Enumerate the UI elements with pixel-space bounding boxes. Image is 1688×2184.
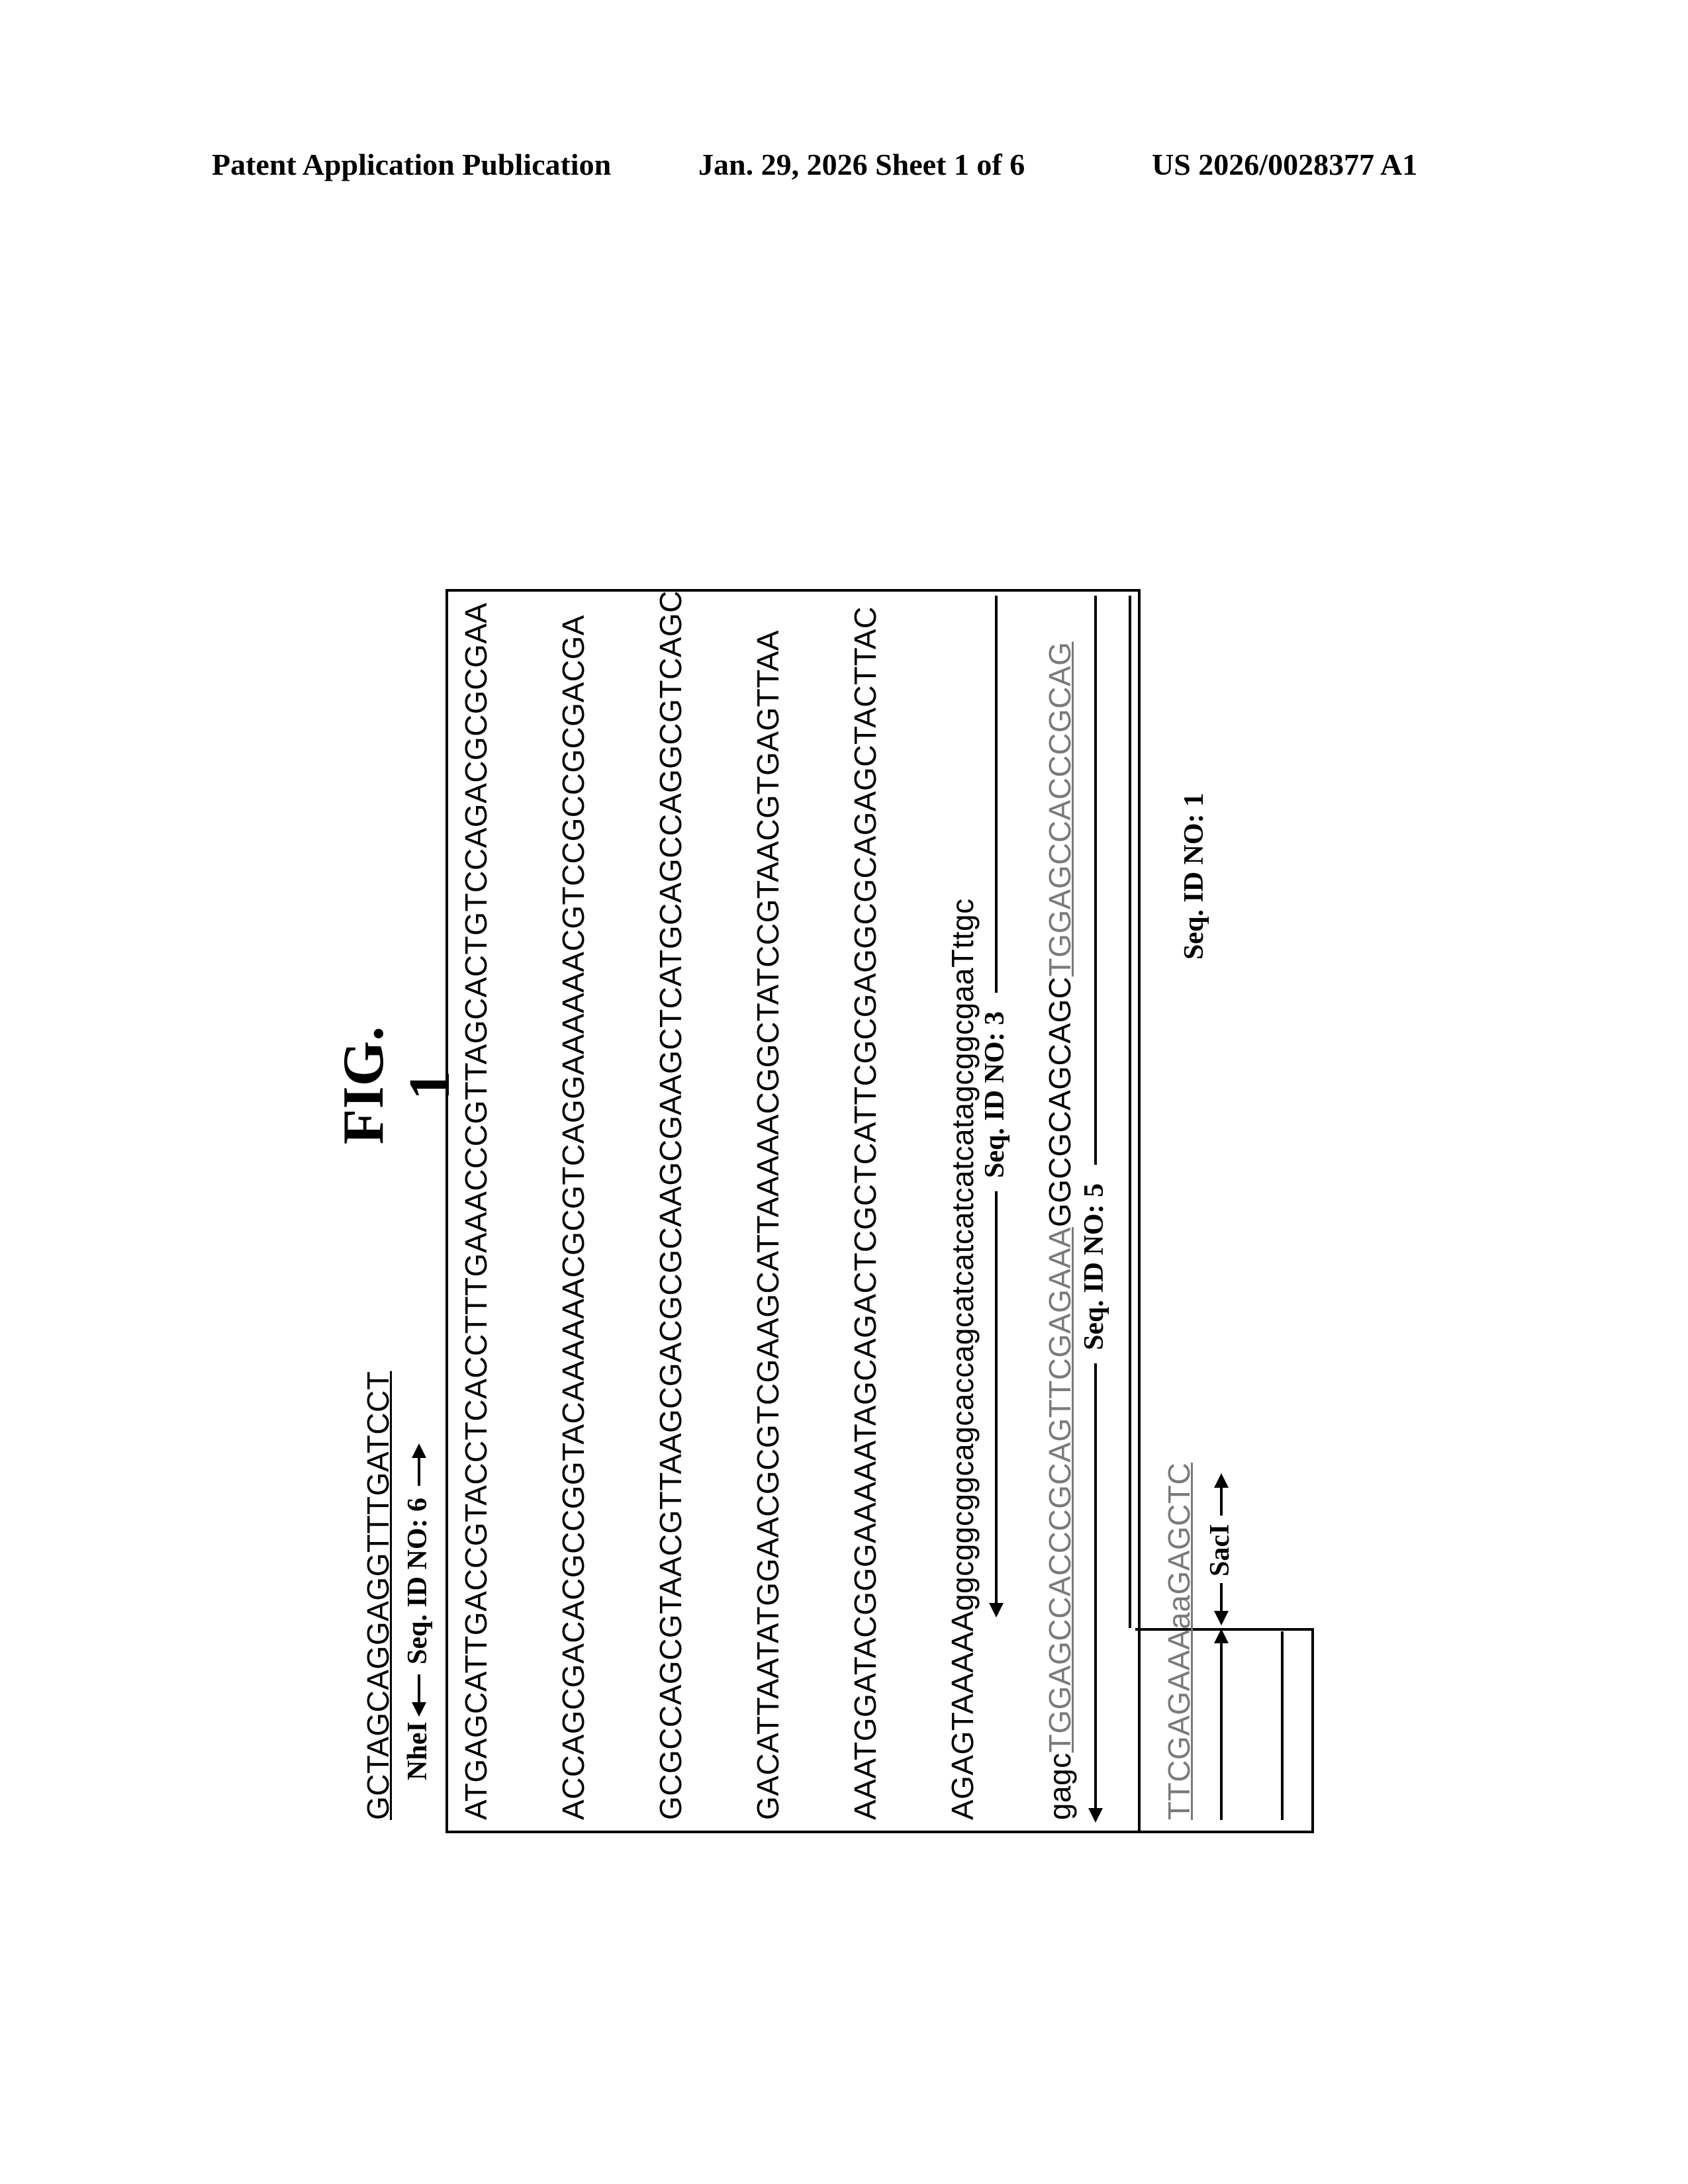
line6-upper: AGAGTAAAAA: [945, 1610, 980, 1820]
line7-gray: TGGAGCCACCCGCAGTTCGAGAAA: [1043, 1227, 1077, 1753]
line7-gray-end: TGGAGCCACCCGCAG: [1043, 641, 1077, 977]
saci-arrow-left: [1220, 1583, 1223, 1623]
line9-sac: GAGCTC: [1162, 1462, 1196, 1595]
sequence-line-5: AAATGGATACGGGAAAAATAGCAGACTCGCTCATTCGCGA…: [848, 606, 882, 1820]
date-sheet: Jan. 29, 2026 Sheet 1 of 6: [698, 148, 1025, 181]
nhei-label: NheI: [402, 1721, 433, 1780]
sequence-line-2: ACCAGCGACACGCCGGTACAAAAAACGCGTCAGGAAAAAA…: [556, 615, 590, 1820]
seq5-label: Seq. ID NO: 5: [1079, 1183, 1109, 1350]
sequence-line-3: GCGCCAGCGTAACGTTAAGCGACGCGCAAGCGAAGCTCAT…: [653, 590, 688, 1820]
saci-arrow-right: [1220, 1476, 1223, 1516]
seq3-arrow-left: [995, 1191, 998, 1615]
seq1-label: Seq. ID NO: 1: [1179, 792, 1209, 960]
seq5-line-right: [1094, 596, 1097, 1165]
seq5-tail-arrow: [1220, 1631, 1223, 1820]
line9-gray: TTCGAGAAA: [1162, 1629, 1196, 1820]
patent-number: US 2026/0028377 A1: [1152, 148, 1418, 181]
line7-black: GGCGCAGCAGC: [1043, 976, 1077, 1228]
line6-tail-upper: T: [945, 948, 980, 968]
sequence-line-6: AGAGTAAAAAggcggcggcagcaccagcatcatcatcatc…: [945, 898, 980, 1820]
seq5-lower-line: [1129, 596, 1131, 1628]
seq6-label: Seq. ID NO: 6: [402, 1497, 433, 1664]
top-sequence-text: GCTAGCAGGAGGTTTGATCCT: [361, 1371, 395, 1820]
sequence-line-9: TTCGAGAAAaaGAGCTC: [1162, 1463, 1196, 1820]
line7-lower: gagc: [1043, 1752, 1077, 1820]
line6-lower: ggcggcggcagcaccagcatcatcatcatcatagcggcga…: [945, 968, 980, 1611]
line9-lower: aa: [1162, 1594, 1196, 1629]
sequence-figure: GCTAGCAGGAGGTTTGATCCT NheI Seq. ID NO: 6…: [361, 589, 1314, 1833]
top-sequence: GCTAGCAGGAGGTTTGATCCT: [361, 1371, 395, 1820]
sequence-line-1: ATGAGCATTGACCGTACCTCACCTTTGAAACCCGTTAGCA…: [459, 602, 493, 1820]
saci-label: SacI: [1205, 1524, 1235, 1576]
seq6-arrow-right: [418, 1446, 420, 1486]
seq1-box: [445, 589, 1141, 1833]
seq6-arrow-left: [418, 1674, 420, 1714]
sequence-line-7: gagcTGGAGCCACCCGCAGTTCGAGAAAGGCGCAGCAGCT…: [1043, 642, 1077, 1820]
page-header: Patent Application Publication Jan. 29, …: [212, 147, 1470, 187]
seq1-tail-line: [1281, 1631, 1284, 1820]
publication-label: Patent Application Publication: [212, 148, 612, 181]
seq5-arrow-left: [1094, 1363, 1097, 1820]
seq3-line-right: [995, 596, 998, 993]
sequence-line-4: GACATTAATATGGAACGCGTCGAAGCATTAAAAACGGCTA…: [751, 630, 785, 1820]
seq3-label: Seq. ID NO: 3: [980, 1011, 1010, 1178]
line6-tail-lower: ttgc: [945, 898, 980, 949]
